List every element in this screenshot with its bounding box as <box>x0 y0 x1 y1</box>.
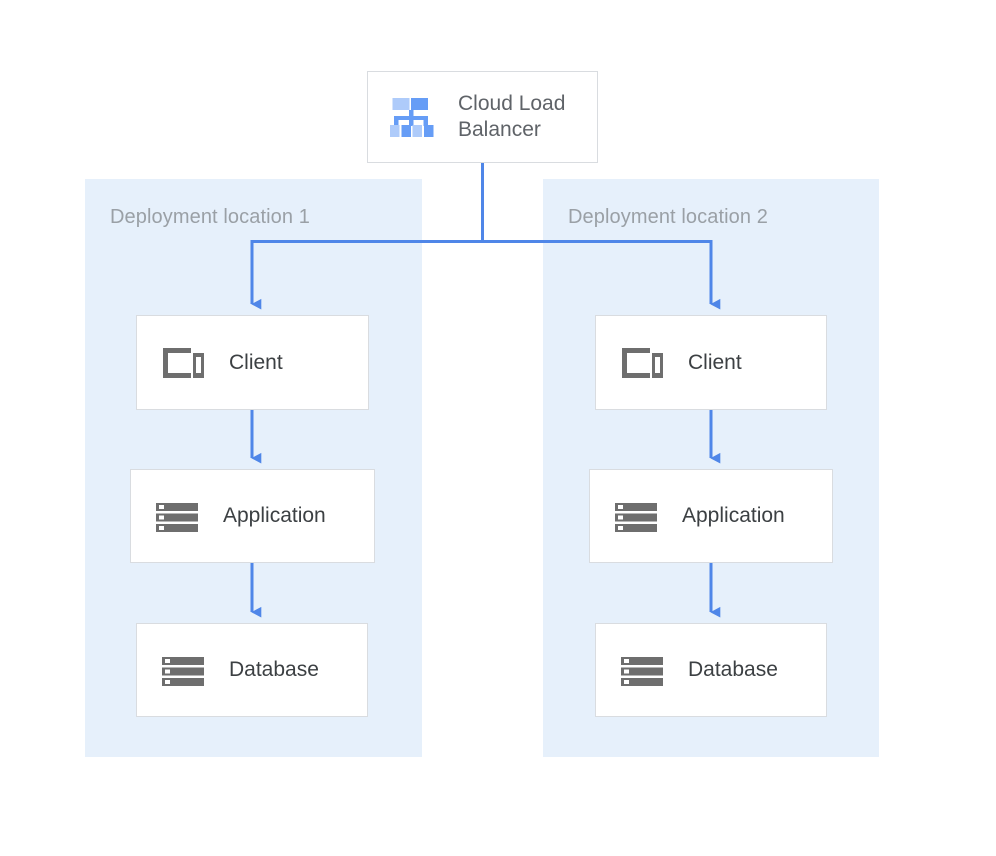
node-database-zone-2[interactable]: Database <box>595 623 827 717</box>
node-client-zone-1-label: Client <box>229 350 283 374</box>
node-database-zone-2-label: Database <box>688 658 778 681</box>
node-cloud-load-balancer[interactable]: Cloud Load Balancer <box>367 71 598 163</box>
devices-icon <box>163 347 204 378</box>
server-stack-icon <box>156 503 198 532</box>
node-application-zone-1[interactable]: Application <box>130 469 375 563</box>
database-stack-icon <box>162 657 204 686</box>
node-database-zone-1[interactable]: Database <box>136 623 368 717</box>
node-database-zone-1-label: Database <box>229 658 319 681</box>
database-stack-icon <box>621 657 663 686</box>
node-application-zone-2-label: Application <box>682 504 785 527</box>
deployment-zone-1-label: Deployment location 1 <box>110 206 310 228</box>
node-client-zone-2-label: Client <box>688 350 742 374</box>
deployment-zone-2-label: Deployment location 2 <box>568 206 768 228</box>
node-client-zone-1[interactable]: Client <box>136 315 369 410</box>
node-client-zone-2[interactable]: Client <box>595 315 827 410</box>
node-cloud-load-balancer-label: Cloud Load Balancer <box>458 91 566 141</box>
node-application-zone-2[interactable]: Application <box>589 469 833 563</box>
cloud-load-balancer-icon <box>390 98 434 137</box>
server-stack-icon <box>615 503 657 532</box>
node-application-zone-1-label: Application <box>223 504 326 527</box>
devices-icon <box>622 347 663 378</box>
